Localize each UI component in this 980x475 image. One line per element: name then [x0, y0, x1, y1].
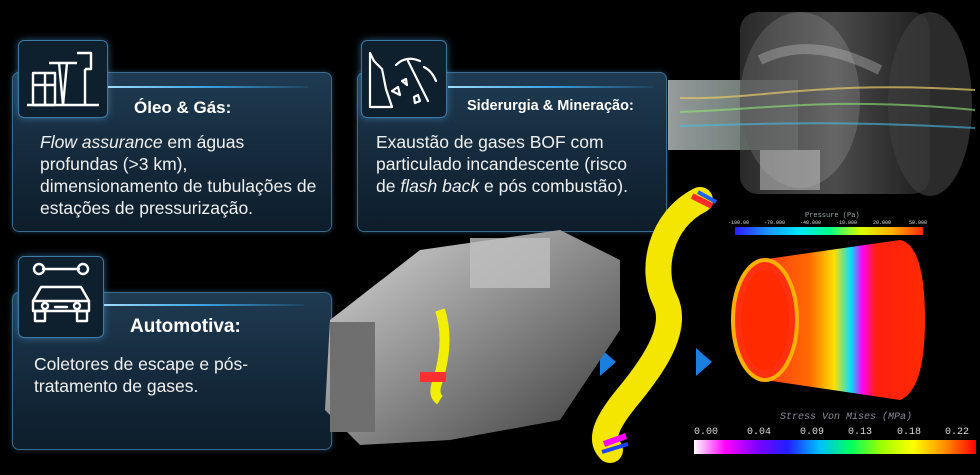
stress-tick: 0.22	[945, 427, 970, 438]
pressure-colorbar	[735, 227, 923, 235]
pressure-tick: 50.000	[909, 220, 928, 226]
stress-scale-title: Stress Von Mises (MPa)	[780, 412, 913, 423]
stress-tick: 0.09	[800, 427, 825, 438]
oil-gas-body: Flow assurance em águas profundas (>3 km…	[40, 132, 320, 220]
steel-body-italic: flash back	[400, 175, 480, 196]
stress-tick: 0.00	[694, 427, 719, 438]
steel-body-pre: (risco de	[376, 153, 627, 196]
steel-mining-title: Siderurgia & Mineração:	[467, 98, 634, 114]
bof-exhaust-render	[668, 12, 976, 196]
arrow-right-icon	[600, 348, 616, 376]
stress-tick: 0.04	[747, 427, 772, 438]
oil-gas-body-text: em águas profundas (>3 km), dimensioname…	[40, 132, 317, 218]
steel-body-line1: Exaustão de gases BOF com particulado in…	[376, 132, 604, 174]
pressure-tick: 20.000	[873, 220, 892, 226]
oil-gas-title: Óleo & Gás:	[134, 98, 232, 117]
pressure-tick: -100.00	[728, 220, 750, 226]
pressure-tick: -70.000	[764, 220, 786, 226]
oil-pump-icon	[18, 40, 108, 118]
automotive-icon-box	[18, 256, 104, 338]
automotive-title-underline	[104, 304, 304, 306]
pressure-tick: -40.000	[800, 220, 822, 226]
oil-gas-body-italic: Flow assurance	[40, 132, 163, 152]
steel-title-underline	[448, 86, 653, 88]
stress-colorbar	[694, 440, 976, 454]
stress-tick: 0.13	[848, 427, 873, 438]
engine-render	[325, 230, 620, 445]
automotive-body: Coletores de escape e pós-tratamento de …	[34, 354, 249, 396]
arrow-right-icon	[696, 348, 712, 376]
mining-pickaxe-icon	[361, 40, 447, 118]
steel-mining-body: Exaustão de gases BOF com particulado in…	[376, 132, 648, 198]
stress-tick: 0.18	[897, 427, 922, 438]
pressure-scale-title: Pressure (Pa)	[805, 212, 860, 220]
automotive-title: Automotiva:	[130, 316, 241, 337]
pressure-tick: -10.000	[836, 220, 858, 226]
steel-body-post: e pós combustão).	[479, 175, 628, 196]
oil-gas-title-underline	[108, 86, 308, 88]
wrench-icon	[32, 262, 90, 276]
stress-drum-render	[731, 240, 925, 400]
car-icon	[31, 285, 91, 323]
